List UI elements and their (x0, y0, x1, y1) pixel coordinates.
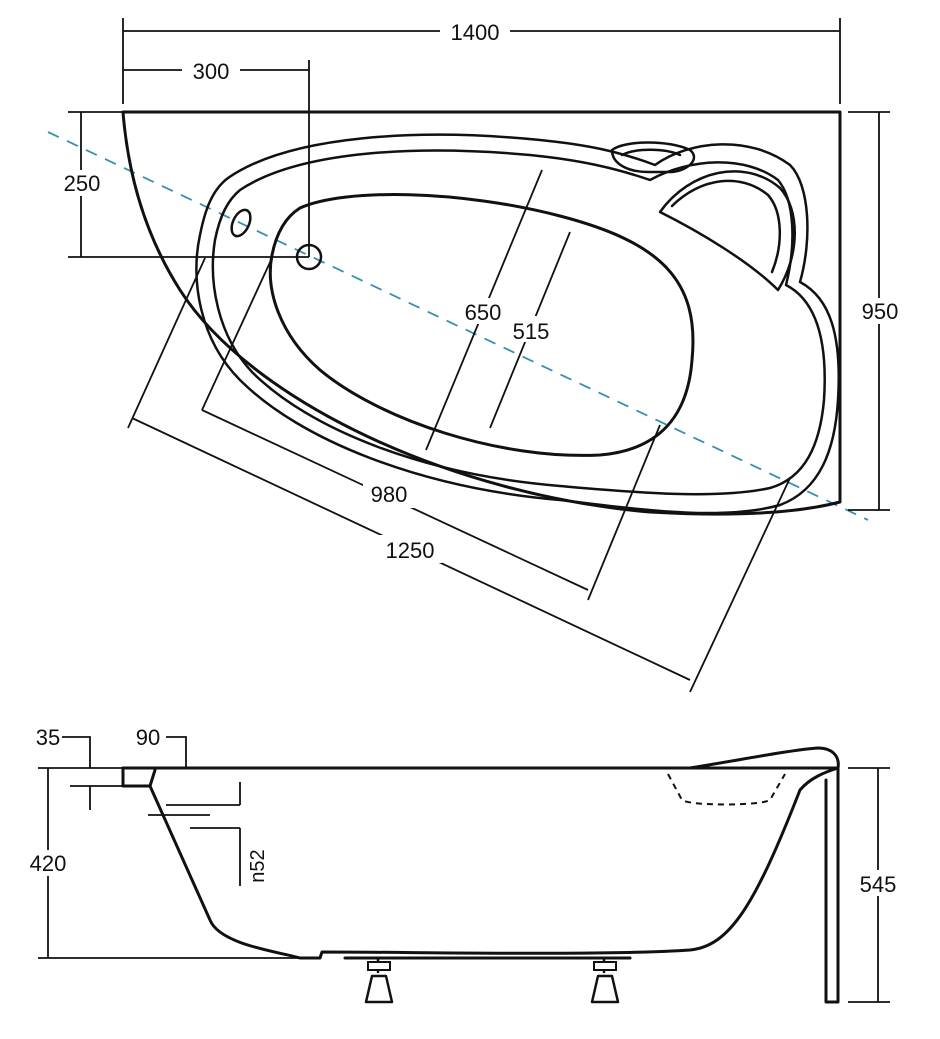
label-total-length: 1250 (386, 538, 435, 563)
headrest-hollow-dashed (667, 773, 786, 806)
rim-left-block (121, 766, 157, 788)
label-inner-width-basin: 515 (513, 319, 550, 344)
apron-panel (824, 766, 840, 1004)
label-bg (855, 298, 905, 324)
label-overflow: n52 (247, 849, 269, 882)
side-view: 35 90 n52 420 545 (22, 725, 904, 1004)
label-bg (852, 870, 904, 896)
side-headrest-bump (688, 746, 840, 770)
side-body-outline (148, 766, 840, 960)
label-bg (458, 298, 508, 324)
label-inner-width-outer: 650 (465, 300, 502, 325)
ext-line-980-left (201, 257, 273, 411)
ext-line-980-right (587, 424, 661, 601)
handle-outline (610, 141, 696, 174)
headrest-inner (670, 179, 781, 274)
label-rim-overhang: 90 (136, 725, 160, 750)
handle-inner (620, 148, 682, 157)
label-bg (58, 170, 108, 196)
headrest-outline (658, 170, 796, 292)
label-bg (182, 57, 240, 83)
label-bg (440, 18, 510, 44)
label-bg (363, 480, 415, 508)
ext-line-1250-right (689, 477, 791, 693)
dim-leader-rim-thickness (62, 736, 91, 768)
label-drain-offset-x: 300 (193, 59, 230, 84)
label-bath-height: 420 (30, 851, 67, 876)
label-drain-offset-y: 250 (64, 171, 101, 196)
basin-outline (268, 193, 695, 457)
label-bg (22, 850, 74, 876)
label-rim-thickness: 35 (36, 725, 60, 750)
label-bg (506, 316, 556, 342)
foot-right (590, 956, 620, 1004)
label-total-depth: 950 (862, 299, 899, 324)
rim-outer-contour (195, 133, 840, 515)
dim-leader-rim-overhang (166, 736, 187, 768)
label-total-height: 545 (860, 872, 897, 897)
center-axis (47, 131, 869, 521)
top-view: 1400 300 250 950 650 515 980 (47, 18, 905, 693)
outer-shell-outline (121, 110, 842, 516)
foot-left (364, 956, 394, 1004)
label-bg (378, 535, 442, 563)
rim-inner-contour (211, 149, 826, 496)
label-total-width: 1400 (451, 20, 500, 45)
overflow-hole (230, 208, 252, 238)
ext-line-1250-left (127, 257, 206, 429)
label-basin-length: 980 (371, 482, 408, 507)
